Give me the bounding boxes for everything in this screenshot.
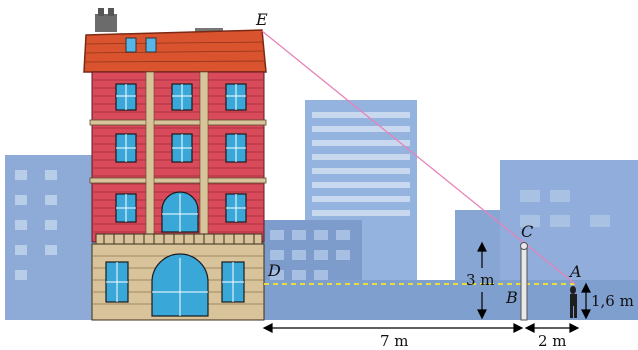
distance-BA-label: 2 m [538,332,567,350]
person-height-label: 1,6 m [591,292,634,310]
person-height-arrow [581,282,591,320]
point-label-C: C [521,222,534,241]
point-label-B: B [506,288,518,307]
background-city [5,100,638,320]
point-label-E: E [256,10,268,29]
point-label-A: A [570,262,582,281]
pole-height-arrow [477,241,487,320]
sight-line-E-A [261,30,576,285]
observer-figure [570,286,577,318]
distance-arrow-B-A [524,323,580,333]
point-label-D: D [268,261,281,280]
pole-BC [520,245,528,321]
distance-arrow-D-B [262,323,524,333]
distance-DB-label: 7 m [380,332,409,350]
ground-strip [262,280,638,320]
tall-house [83,8,267,321]
pole-height-label: 3 m [466,271,495,289]
left-background-building [5,155,95,320]
